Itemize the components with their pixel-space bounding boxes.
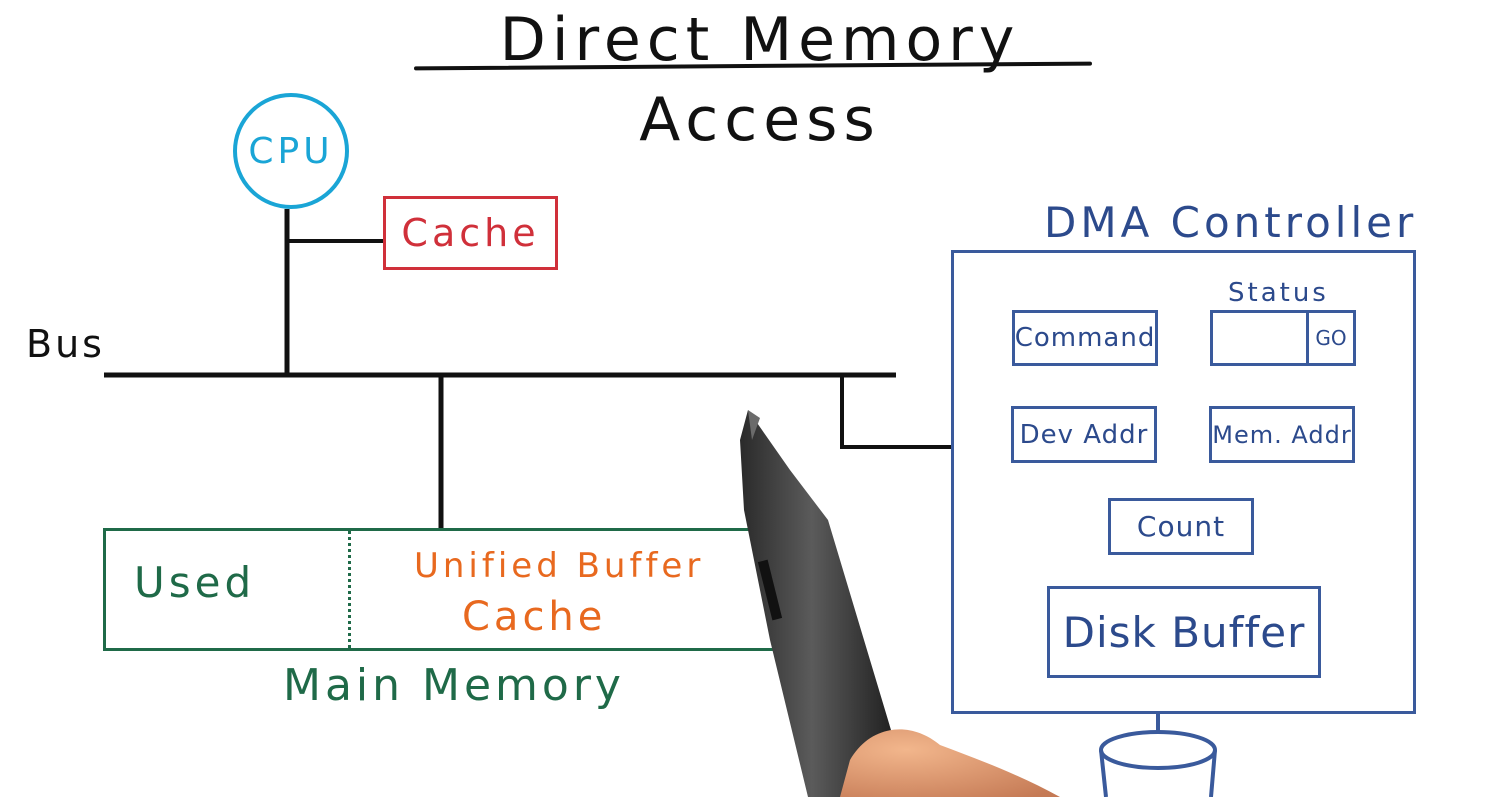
- cache-box: Cache: [383, 196, 558, 270]
- used-region-label: Used: [134, 558, 256, 607]
- device-address-register: Dev Addr: [1011, 406, 1157, 463]
- command-register: Command: [1012, 310, 1158, 366]
- dma-bus-line: [840, 375, 952, 449]
- cpu-node: CPU: [233, 93, 349, 209]
- main-memory-caption: Main Memory: [283, 660, 625, 711]
- bus-label: Bus: [26, 322, 105, 366]
- go-bit: GO: [1306, 310, 1356, 366]
- disk-buffer: Disk Buffer: [1047, 586, 1321, 678]
- count-register: Count: [1108, 498, 1254, 555]
- status-register-label: Status: [1228, 278, 1329, 308]
- unified-buffer-label: Unified Buffer: [414, 546, 705, 586]
- disk-right-side: [1209, 749, 1217, 797]
- dma-controller-title: DMA Controller: [1044, 198, 1418, 247]
- dma-controller-box: [951, 250, 1416, 714]
- memory-divider: [348, 531, 351, 648]
- memory-address-register: Mem. Addr: [1209, 406, 1355, 463]
- unified-cache-label: Cache: [462, 594, 607, 640]
- disk-left-side: [1099, 749, 1108, 797]
